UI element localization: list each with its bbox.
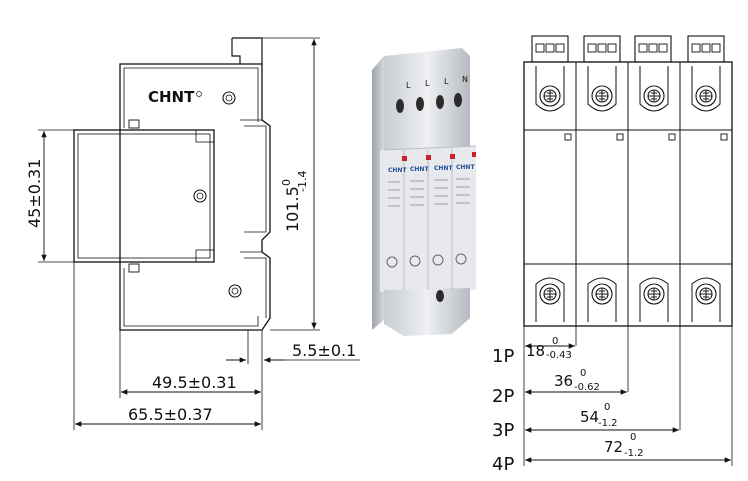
svg-text:L: L [425,79,430,88]
svg-text:45±0.31: 45±0.31 [25,159,44,228]
dimension-1p: 1P 18 0 -0.43 [492,336,575,367]
product-photo: L L L N CHNT CHNT CHNT CHNT [372,48,477,336]
pole-label-1p: 1P [492,346,514,367]
dimension-total-depth: 65.5±0.37 [73,262,263,430]
svg-text:-0.62: -0.62 [574,382,600,393]
svg-text:0: 0 [580,368,586,379]
svg-text:18: 18 [526,342,545,360]
top-terminals [531,35,725,63]
dimension-3p: 3P 54 0 -1.2 [492,402,679,441]
svg-text:49.5±0.31: 49.5±0.31 [152,373,237,392]
dimension-body-depth: 49.5±0.31 [119,330,263,398]
pole-label-3p: 3P [492,420,514,441]
svg-text:CHNT: CHNT [456,164,475,171]
brand-logo: CHNT [148,88,195,106]
pole-label-2p: 2P [492,386,514,407]
side-view: CHNT 45±0.31 101.5 0 -1.4 [25,37,360,430]
svg-text:0: 0 [552,336,558,347]
front-view: 1P 18 0 -0.43 2P 36 0 -0.62 3P 54 0 -1.2… [492,35,733,475]
dimension-2p: 2P 36 0 -0.62 [492,368,627,407]
svg-text:5.5±0.1: 5.5±0.1 [292,341,356,360]
svg-text:0: 0 [280,179,293,186]
svg-text:L: L [444,77,449,86]
dimension-4p: 4P 72 0 -1.2 [492,432,731,475]
svg-text:101.5: 101.5 [283,186,302,232]
svg-text:54: 54 [580,408,599,426]
svg-text:65.5±0.37: 65.5±0.37 [128,405,213,424]
dimension-module-height: 45±0.31 [25,129,74,263]
svg-text:L: L [406,81,411,90]
svg-text:0: 0 [604,402,610,413]
svg-text:0: 0 [630,432,636,443]
pole-label-4p: 4P [492,454,514,475]
svg-text:-1.2: -1.2 [598,418,618,429]
svg-text:CHNT: CHNT [410,166,429,173]
svg-text:-1.2: -1.2 [624,448,644,459]
svg-text:CHNT: CHNT [388,167,407,174]
svg-text:72: 72 [604,438,623,456]
svg-text:N: N [462,75,468,84]
svg-text:-0.43: -0.43 [546,350,572,361]
dimension-total-height: 101.5 0 -1.4 [262,37,320,331]
dimension-rail-offset: 5.5±0.1 [226,330,360,364]
svg-text:CHNT: CHNT [434,165,453,172]
svg-text:-1.4: -1.4 [296,171,309,192]
svg-text:36: 36 [554,372,573,390]
